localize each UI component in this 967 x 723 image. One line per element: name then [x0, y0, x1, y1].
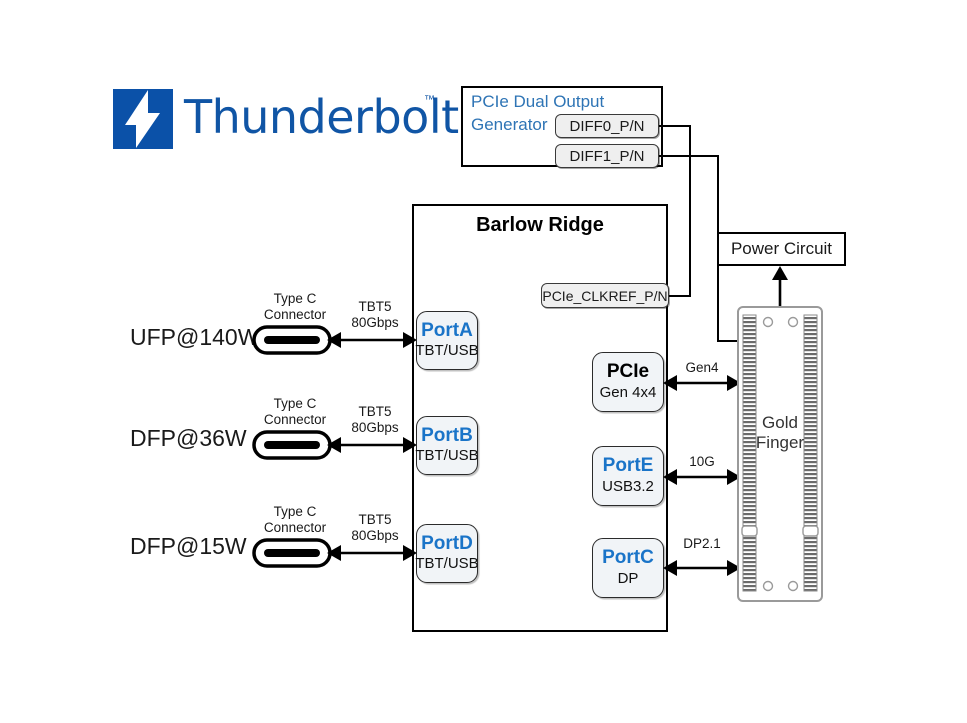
tbt-link-arrow-0 — [327, 332, 417, 348]
right-link-arrow-gen4 — [663, 375, 741, 391]
right-link-arrow-dp21 — [663, 560, 741, 576]
port-box-portb-sub: TBT/USB — [415, 447, 479, 465]
right-link-caption-dp21: DP2.1 — [683, 536, 721, 551]
pcie-clkref-label: PCIe_CLKREF_P/N — [541, 283, 669, 308]
thunderbolt-logo: Thunderbolt ™ — [112, 88, 459, 160]
port-box-porta-sub: TBT/USB — [415, 342, 479, 360]
tbt-link-caption-1: TBT5 80Gbps — [337, 404, 413, 435]
gold-finger-label-line1: Gold — [762, 413, 798, 432]
port-box-portc-name: PortC — [602, 547, 654, 569]
type-c-caption-2: Type C Connector — [245, 504, 345, 535]
gold-finger-label: Gold Finger — [736, 413, 824, 454]
port-box-portc[interactable]: PortC DP — [592, 538, 664, 598]
type-c-caption-2-line2: Connector — [263, 519, 327, 535]
type-c-caption-2-line1: Type C — [273, 504, 317, 519]
left-power-label-0: UFP@140W — [130, 324, 260, 350]
tbt-link-caption-1-line2: 80Gbps — [351, 419, 399, 435]
tbt-link-arrow-2 — [327, 545, 417, 561]
thunderbolt-wordmark: Thunderbolt — [184, 90, 459, 144]
right-link-arrow-10g — [663, 469, 741, 485]
tbt-link-caption-2-line2: 80Gbps — [351, 527, 399, 543]
tbt-link-caption-2: TBT5 80Gbps — [337, 512, 413, 543]
port-box-porta[interactable]: PortA TBT/USB — [415, 311, 479, 370]
type-c-connector-icon-2 — [252, 538, 332, 568]
port-box-pcie-name: PCIe — [606, 361, 650, 383]
tbt-link-caption-2-line1: TBT5 — [358, 512, 392, 527]
port-box-pcie-sub: Gen 4x4 — [599, 383, 657, 401]
port-box-pcie[interactable]: PCIe Gen 4x4 — [592, 352, 664, 412]
type-c-caption-1-line1: Type C — [273, 396, 317, 411]
diff1-output-label: DIFF1_P/N — [555, 144, 659, 168]
port-box-portd[interactable]: PortD TBT/USB — [415, 524, 479, 583]
thunderbolt-trademark: ™ — [424, 94, 435, 106]
type-c-caption-1: Type C Connector — [245, 396, 345, 427]
port-box-portb-name: PortB — [421, 424, 473, 446]
left-power-label-1: DFP@36W — [130, 425, 247, 451]
type-c-connector-icon-0 — [252, 325, 332, 355]
tbt-link-caption-1-line1: TBT5 — [358, 404, 392, 419]
left-power-label-2: DFP@15W — [130, 533, 247, 559]
pcie-generator-title-line2: Generator — [471, 114, 548, 134]
power-circuit-label: Power Circuit — [730, 239, 833, 258]
tbt-link-caption-0-line1: TBT5 — [358, 299, 392, 314]
type-c-connector-icon-1 — [252, 430, 332, 460]
type-c-caption-0-line1: Type C — [273, 291, 317, 306]
port-box-porte[interactable]: PortE USB3.2 — [592, 446, 664, 506]
barlow-ridge-title: Barlow Ridge — [476, 214, 604, 236]
tbt-link-arrow-1 — [327, 437, 417, 453]
right-link-caption-10g: 10G — [689, 454, 715, 469]
thunderbolt-bolt-icon — [113, 89, 173, 149]
pcie-generator-title-line1: PCIe Dual Output — [471, 92, 605, 111]
port-box-porta-name: PortA — [421, 319, 473, 341]
right-link-caption-gen4: Gen4 — [685, 360, 719, 375]
pcie-generator-title: PCIe Dual Output Generator — [471, 91, 661, 137]
type-c-caption-0: Type C Connector — [245, 291, 345, 322]
port-box-porte-sub: USB3.2 — [602, 477, 654, 495]
type-c-caption-0-line2: Connector — [263, 306, 327, 322]
diff0-output-label: DIFF0_P/N — [555, 114, 659, 138]
gold-finger-connector — [737, 306, 823, 602]
tbt-link-caption-0: TBT5 80Gbps — [337, 299, 413, 330]
tbt-link-caption-0-line2: 80Gbps — [351, 314, 399, 330]
port-box-portc-sub: DP — [617, 569, 639, 587]
port-box-portb[interactable]: PortB TBT/USB — [415, 416, 479, 475]
port-box-porte-name: PortE — [602, 455, 654, 477]
port-box-portd-sub: TBT/USB — [415, 555, 479, 573]
gold-finger-label-line2: Finger — [755, 433, 805, 453]
type-c-caption-1-line2: Connector — [263, 411, 327, 427]
power-circuit-box: Power Circuit — [717, 232, 846, 266]
port-box-portd-name: PortD — [421, 532, 473, 554]
